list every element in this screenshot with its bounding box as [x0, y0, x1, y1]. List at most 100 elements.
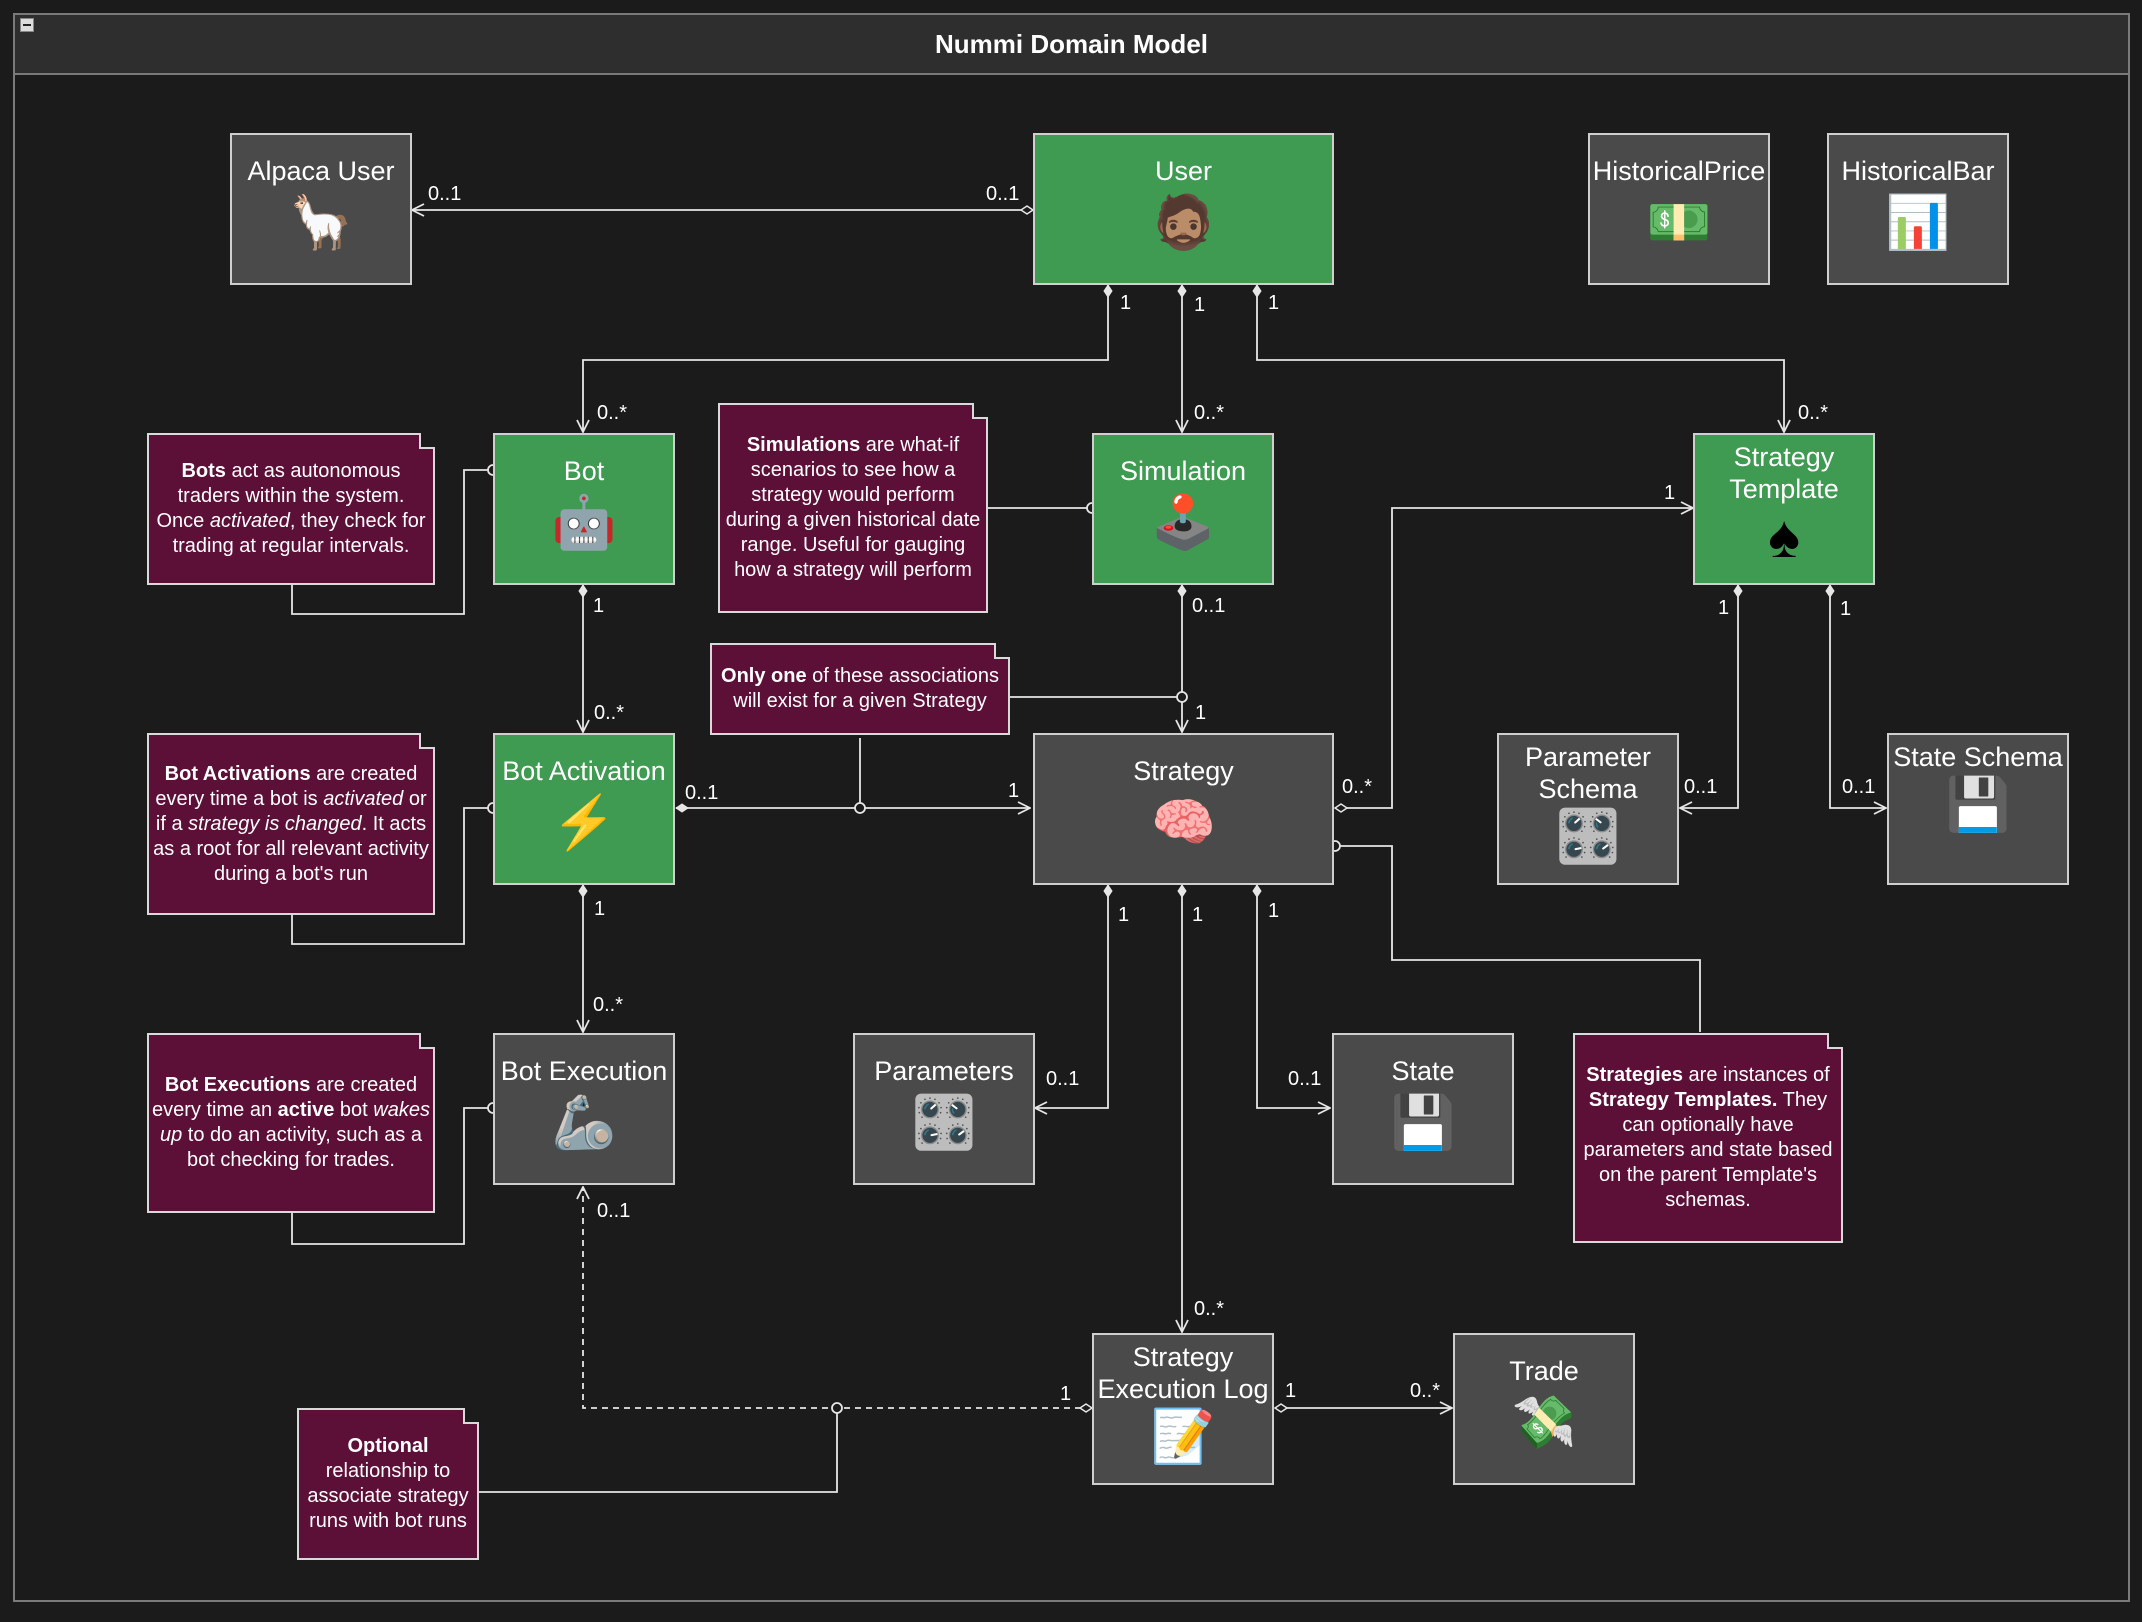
node-label: User — [1154, 156, 1212, 186]
diagram-frame — [13, 13, 2130, 1602]
mult-strat-log-b: 0..* — [1194, 1298, 1225, 1320]
edge-template-paramschema — [1680, 585, 1738, 808]
node-bot-execution[interactable]: Bot Execution 🦾 — [493, 1033, 675, 1185]
edge-strategy-template — [1335, 508, 1693, 808]
robot-icon: 🤖 — [551, 494, 617, 552]
note-bot-activations: Bot Activations are created every time a… — [147, 733, 435, 915]
joystick-icon: 🕹️ — [1150, 494, 1216, 552]
node-simulation[interactable]: Simulation 🕹️ — [1092, 433, 1274, 585]
node-strategy-execution-log[interactable]: Strategy Execution Log 📝 — [1092, 1333, 1274, 1485]
node-label: State — [1391, 1056, 1455, 1086]
note-bot-executions: Bot Executions are created every time an… — [147, 1033, 435, 1213]
floppy-disk-icon: 💾 — [1390, 1094, 1456, 1152]
mult-sim-strat-b: 1 — [1195, 702, 1207, 724]
node-label: HistoricalBar — [1841, 156, 1995, 186]
mult-user-bot-a: 1 — [1120, 292, 1132, 314]
bar-chart-icon: 📊 — [1885, 194, 1951, 252]
mult-act-strat-b: 1 — [1008, 780, 1020, 802]
control-knobs-icon: 🎛️ — [1555, 808, 1621, 866]
mult-tpl-strat-b: 0..* — [1342, 776, 1373, 798]
diagram-title-bar: Nummi Domain Model — [15, 15, 2128, 75]
mult-tpl-ps-b: 0..1 — [1684, 776, 1718, 798]
node-label: Simulation — [1119, 456, 1247, 486]
mult-sim-strat-a: 0..1 — [1192, 595, 1226, 617]
mult-log-exec-a: 1 — [1060, 1383, 1072, 1405]
node-label: State Schema — [1893, 742, 2063, 772]
mult-act-exec-a: 1 — [594, 898, 606, 920]
note-simulations: Simulations are what-if scenarios to see… — [718, 403, 988, 613]
node-label: Bot Activation — [502, 756, 666, 786]
node-label: Strategy — [1133, 756, 1234, 786]
diagram-title: Nummi Domain Model — [934, 28, 1208, 59]
mult-bot-act-a: 1 — [593, 595, 605, 617]
node-trade[interactable]: Trade 💸 — [1453, 1333, 1635, 1485]
mult-user-tpl-a: 1 — [1268, 292, 1280, 314]
mult-act-exec-b: 0..* — [593, 994, 624, 1016]
node-historical-bar[interactable]: HistoricalBar 📊 — [1827, 133, 2009, 285]
edge-strategy-state — [1257, 885, 1330, 1108]
node-label: Trade — [1509, 1356, 1579, 1386]
edge-strategy-parameters — [1035, 885, 1108, 1108]
node-label: Alpaca User — [247, 156, 395, 186]
node-label: Bot Execution — [500, 1056, 668, 1086]
mult-log-trade-a: 1 — [1285, 1380, 1297, 1402]
flexed-arm-icon: 🦾 — [551, 1094, 617, 1152]
note-strategies: Strategies are instances of Strategy Tem… — [1573, 1033, 1843, 1243]
node-strategy[interactable]: Strategy 🧠 — [1033, 733, 1334, 885]
note-text: Bot Executions are created every time an… — [152, 1074, 430, 1171]
node-strategy-template[interactable]: Strategy Template ♠ — [1693, 433, 1875, 585]
lightning-icon: ⚡ — [551, 794, 617, 852]
node-bot[interactable]: Bot 🤖 — [493, 433, 675, 585]
anchor-note-optional — [478, 1408, 838, 1493]
mult-user-sim-b: 0..* — [1194, 402, 1225, 424]
anchor-note-executions — [291, 1107, 493, 1245]
anchor-note-bots — [291, 469, 493, 615]
node-parameters[interactable]: Parameters 🎛️ — [853, 1033, 1035, 1185]
mult-strat-params-b: 0..1 — [1046, 1068, 1080, 1090]
money-wings-icon: 💸 — [1511, 1394, 1577, 1452]
node-parameter-schema[interactable]: Parameter Schema 🎛️ — [1497, 733, 1679, 885]
note-text: Strategies are instances of Strategy Tem… — [1583, 1064, 1833, 1211]
control-knobs-icon: 🎛️ — [911, 1094, 977, 1152]
note-bots: Bots act as autonomous traders within th… — [147, 433, 435, 585]
mult-act-strat-a: 0..1 — [685, 782, 719, 804]
edge-user-template — [1257, 285, 1784, 432]
anchor-note-strategies — [1335, 845, 1701, 1032]
mult-strat-state-b: 0..1 — [1288, 1068, 1322, 1090]
note-only-one: Only one of these associations will exis… — [710, 643, 1010, 735]
note-text: Bot Activations are created every time a… — [153, 762, 429, 885]
node-label: Parameter Schema — [1524, 742, 1652, 804]
node-label: Bot — [563, 456, 605, 486]
note-text: Bots act as autonomous traders within th… — [156, 460, 426, 557]
memo-icon: 📝 — [1150, 1408, 1216, 1466]
mult-strat-log-a: 1 — [1192, 904, 1204, 926]
money-icon: 💵 — [1646, 194, 1712, 252]
llama-icon: 🦙 — [288, 194, 354, 252]
mult-strat-state-a: 1 — [1268, 900, 1280, 922]
node-alpaca-user[interactable]: Alpaca User 🦙 — [230, 133, 412, 285]
node-label: Parameters — [874, 1056, 1014, 1086]
node-historical-price[interactable]: HistoricalPrice 💵 — [1588, 133, 1770, 285]
collapse-toggle-icon[interactable] — [20, 18, 34, 32]
mult-user-tpl-b: 0..* — [1798, 402, 1829, 424]
floppy-disk-icon: 💾 — [1945, 776, 2011, 834]
node-state[interactable]: State 💾 — [1332, 1033, 1514, 1185]
node-bot-activation[interactable]: Bot Activation ⚡ — [493, 733, 675, 885]
mult-log-trade-b: 0..* — [1410, 1380, 1441, 1402]
node-user[interactable]: User 🧔🏽 — [1033, 133, 1334, 285]
node-label: HistoricalPrice — [1592, 156, 1766, 186]
node-label: Strategy Template — [1729, 442, 1839, 504]
mult-bot-act-b: 0..* — [594, 702, 625, 724]
mult-user-sim-a: 1 — [1194, 294, 1206, 316]
edge-log-botexecution — [583, 1187, 1092, 1408]
mult-user-alpaca-a: 0..1 — [428, 183, 462, 205]
node-label: Strategy Execution Log — [1097, 1342, 1269, 1404]
note-text: Only one of these associations will exis… — [721, 665, 999, 712]
node-state-schema[interactable]: State Schema 💾 — [1887, 733, 2069, 885]
mult-strat-params-a: 1 — [1118, 904, 1130, 926]
spade-icon: ♠ — [1768, 503, 1800, 570]
person-icon: 🧔🏽 — [1151, 194, 1216, 252]
